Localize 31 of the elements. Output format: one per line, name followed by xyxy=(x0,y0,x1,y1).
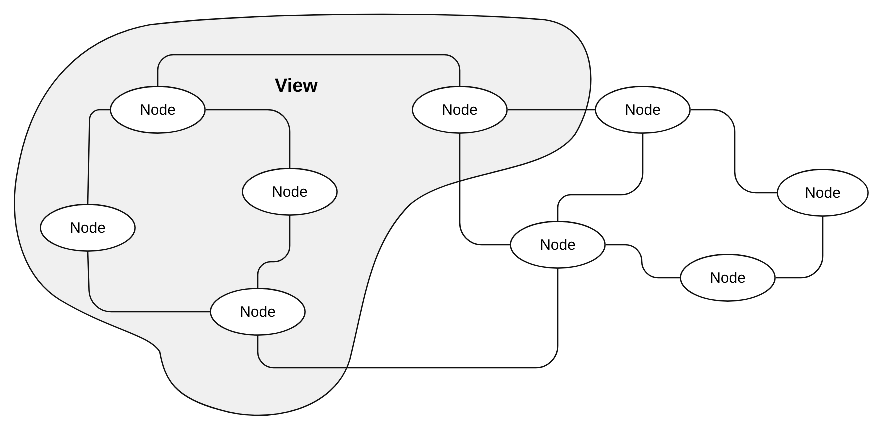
node-ellipse xyxy=(40,204,136,252)
connector-line xyxy=(557,134,644,221)
node-ellipse xyxy=(210,288,306,336)
node-ellipse xyxy=(777,169,869,217)
node-ellipse xyxy=(412,86,508,134)
node-label: Node xyxy=(140,102,176,118)
node-label: Node xyxy=(272,184,308,200)
node-label: Node xyxy=(70,220,106,236)
connector-line xyxy=(157,54,461,86)
connector-line xyxy=(606,244,680,279)
node-label: Node xyxy=(240,304,276,320)
connector-line xyxy=(459,134,510,246)
connector-line xyxy=(87,109,110,204)
node-ellipse xyxy=(110,86,206,134)
connector-line xyxy=(257,269,559,369)
region-title: View xyxy=(275,76,318,98)
node-label: Node xyxy=(710,270,746,286)
node-label: Node xyxy=(625,102,661,118)
node-ellipse xyxy=(595,86,691,134)
connector-line xyxy=(206,109,291,168)
connector-line xyxy=(508,109,595,111)
node-label: Node xyxy=(805,184,841,202)
node-ellipse xyxy=(680,254,776,302)
node-ellipse xyxy=(242,168,338,216)
connector-line xyxy=(87,252,210,313)
node-label: Node xyxy=(442,102,478,118)
node-label: Node xyxy=(540,236,576,254)
connector-line xyxy=(776,217,824,279)
connector-line xyxy=(257,216,291,288)
connector-line xyxy=(691,109,777,194)
node-ellipse xyxy=(510,221,606,269)
